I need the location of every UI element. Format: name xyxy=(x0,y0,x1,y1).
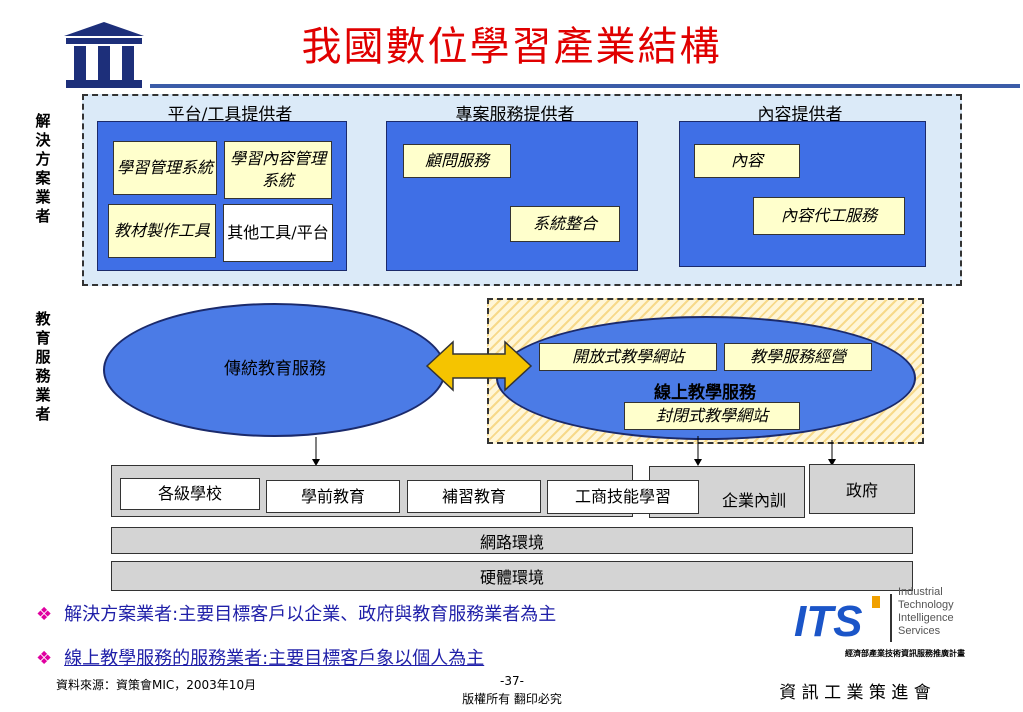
itis-line-1: Industrial xyxy=(898,586,943,598)
target-government: 政府 xyxy=(809,464,915,514)
target-preschool: 學前教育 xyxy=(266,480,400,513)
target-schools: 各級學校 xyxy=(120,478,260,510)
diamond-bullet-icon: ❖ xyxy=(36,604,53,625)
online-item-closed-site: 封閉式教學網站 xyxy=(624,402,800,430)
layer-network: 網路環境 xyxy=(111,527,913,554)
svg-text:ITS: ITS xyxy=(794,597,862,644)
itis-line-3: Intelligence xyxy=(898,612,954,624)
bullet-2: ❖ 線上教學服務的服務業者:主要目標客戶象以個人為主 xyxy=(36,644,776,670)
item-content: 內容 xyxy=(694,144,800,178)
traditional-education-label: 傳統教育服務 xyxy=(224,359,326,379)
itis-logo: ITS Industrial Technology Intelligence S… xyxy=(790,586,965,660)
footer-page: -37- xyxy=(500,674,524,688)
online-item-service-ops: 教學服務經營 xyxy=(724,343,872,371)
footer-copyright: 版權所有 翻印必究 xyxy=(462,692,562,706)
bullet-1-text: 解決方案業者:主要目標客戶以企業、政府與教育服務業者為主 xyxy=(64,604,557,625)
group-title-content: 內容提供者 xyxy=(757,105,843,125)
item-lms: 學習管理系統 xyxy=(113,141,217,195)
itis-divider xyxy=(890,594,892,642)
target-vocational: 工商技能學習 xyxy=(547,480,699,514)
online-item-open-site: 開放式教學網站 xyxy=(539,343,717,371)
group-title-project: 專案服務提供者 xyxy=(455,105,575,125)
item-authoring-tool: 教材製作工具 xyxy=(108,204,216,258)
diamond-bullet-icon: ❖ xyxy=(36,648,53,669)
group-title-platform: 平台/工具提供者 xyxy=(167,105,293,125)
page-title: 我國數位學習產業結構 xyxy=(301,24,722,70)
itis-line-2: Technology xyxy=(898,599,954,611)
item-consulting: 顧問服務 xyxy=(403,144,511,178)
target-enterprise: 企業內訓 xyxy=(721,491,786,510)
traditional-education-ellipse xyxy=(103,303,446,437)
item-content-outsourcing: 內容代工服務 xyxy=(753,197,905,235)
double-arrow-icon xyxy=(425,340,533,392)
itis-caption: 經濟部產業技術資訊服務推廣計畫 xyxy=(845,649,965,658)
title-rule xyxy=(150,84,1020,88)
footer-source: 資料來源：資策會MIC，2003年10月 xyxy=(56,678,257,692)
itis-line-4: Services xyxy=(898,625,941,637)
item-lcms: 學習內容管理系統 xyxy=(224,141,332,199)
side-label-solution: 解決方案業者 xyxy=(35,112,51,225)
side-label-education: 教育服務業者 xyxy=(35,310,51,423)
footer-org: 資 訊 工 業 策 進 會 xyxy=(779,683,931,703)
iii-logo xyxy=(58,20,150,90)
target-cram-school: 補習教育 xyxy=(407,480,541,513)
layer-hardware: 硬體環境 xyxy=(111,561,913,591)
bullet-2-text: 線上教學服務的服務業者:主要目標客戶象以個人為主 xyxy=(64,648,485,669)
item-other-tools: 其他工具/平台 xyxy=(223,204,333,262)
bullet-1: ❖ 解決方案業者:主要目標客戶以企業、政府與教育服務業者為主 xyxy=(36,600,776,626)
item-system-integration: 系統整合 xyxy=(510,206,620,242)
online-service-title: 線上教學服務 xyxy=(654,383,756,403)
itis-lines: Industrial Technology Intelligence Servi… xyxy=(898,586,966,638)
